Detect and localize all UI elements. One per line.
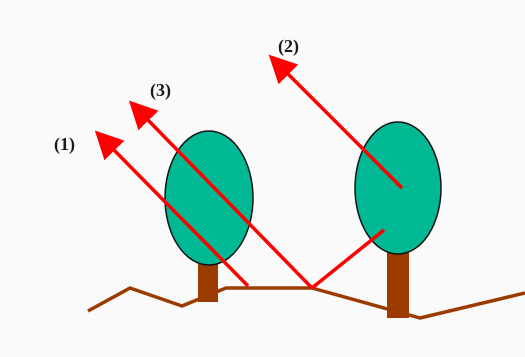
label-path-1: (1): [54, 134, 75, 155]
ray-path-3: [128, 100, 314, 290]
ray-path-3-branch: [310, 228, 386, 290]
label-path-3: (3): [150, 80, 171, 101]
ray-path-2: [268, 54, 404, 190]
label-path-2: (2): [278, 36, 299, 57]
right-tree-trunk: [387, 252, 409, 318]
ray-path-1: [94, 130, 250, 288]
ground-line: [87, 286, 525, 320]
left-tree-trunk: [198, 258, 218, 302]
left-tree-canopy: [164, 130, 254, 266]
right-tree-canopy: [354, 121, 442, 255]
